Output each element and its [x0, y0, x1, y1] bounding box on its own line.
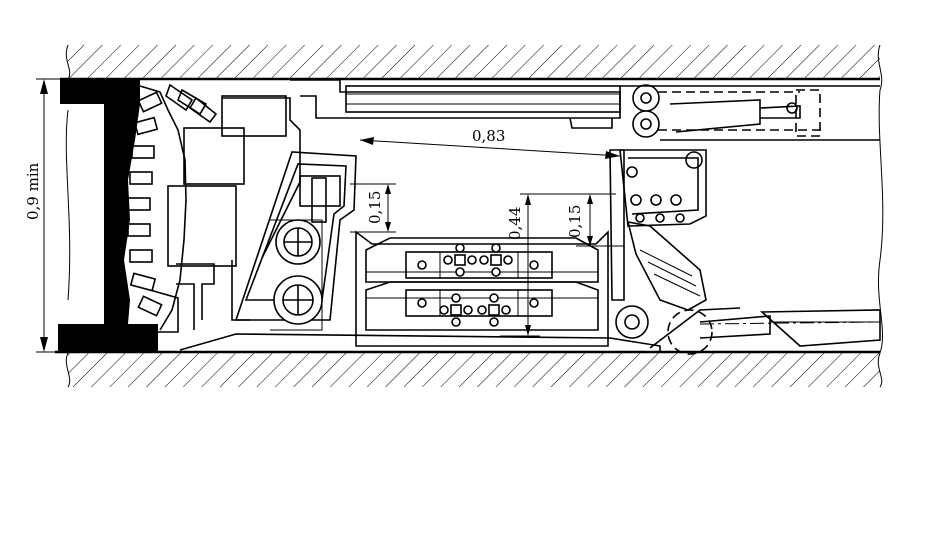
coal-face-break	[65, 109, 71, 301]
shearer-drum	[127, 83, 218, 331]
roof-rock	[60, 45, 880, 81]
shearer-body	[149, 95, 301, 333]
break-line-right	[877, 44, 884, 388]
break-line-left-top	[65, 44, 71, 80]
dimension-right-gap: 0,15	[566, 194, 624, 247]
break-line-left-bottom	[65, 352, 71, 388]
face-conveyor	[179, 230, 661, 352]
dimension-seam-height: 0,9 min	[24, 78, 64, 353]
dimension-span: 0,83	[359, 127, 621, 159]
rear-canopy-ram	[658, 89, 821, 137]
label-span: 0,83	[472, 127, 505, 145]
hydraulic-leg-right	[609, 149, 881, 355]
dimension-left-gap: 0,15	[350, 183, 396, 233]
label-right-gap: 0,15	[566, 205, 584, 238]
support-leg-frame	[231, 151, 357, 331]
label-left-gap: 0,15	[366, 191, 384, 224]
label-seam-height: 0,9 min	[24, 162, 42, 220]
roof-canopy	[290, 79, 880, 141]
floor-rock	[55, 350, 880, 387]
coal-face	[58, 80, 158, 352]
dimension-conveyor-height: 0,44	[500, 193, 616, 337]
label-conveyor-height: 0,44	[506, 207, 524, 240]
